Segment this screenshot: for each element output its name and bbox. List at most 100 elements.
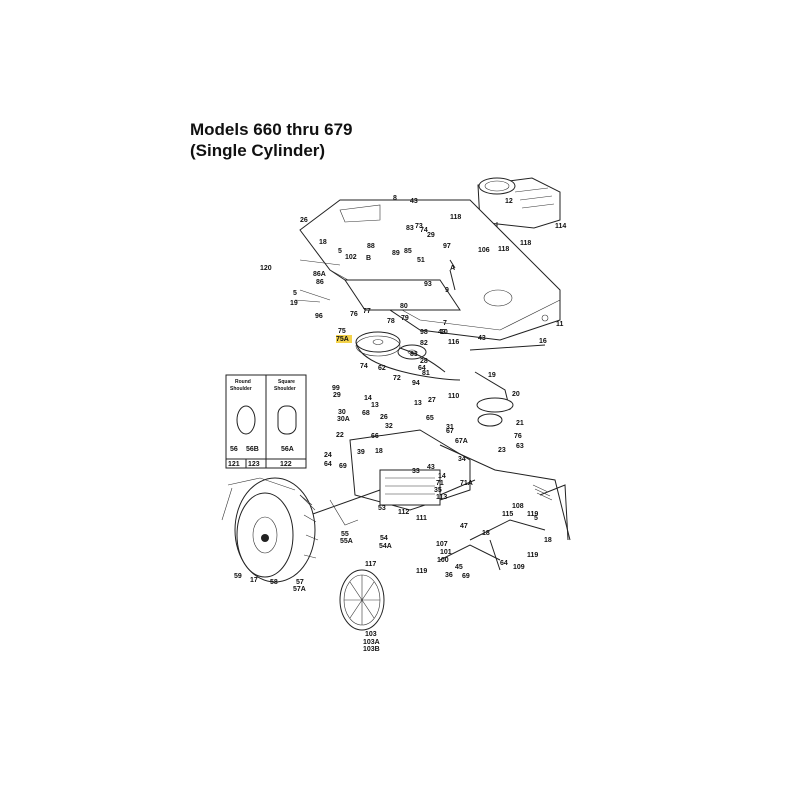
callout-120: 120 — [260, 265, 272, 272]
callout-119: 119 — [527, 552, 538, 559]
callout-116: 116 — [448, 339, 459, 346]
callout-17: 17 — [250, 577, 258, 584]
callout-13: 13 — [414, 400, 422, 407]
callout-118: 118 — [498, 246, 509, 253]
callout-18: 18 — [482, 530, 490, 537]
callout-54a: 54A — [379, 543, 392, 550]
inset-part-56a: 56A — [281, 446, 294, 453]
callout-117: 117 — [365, 561, 376, 568]
callout-74: 74 — [360, 363, 368, 370]
callout-43: 43 — [478, 335, 486, 342]
callout-83: 83 — [410, 351, 418, 358]
callout-27: 27 — [428, 397, 436, 404]
callout-a: A — [450, 265, 455, 272]
callout-10: 10 — [440, 329, 448, 336]
callout-54: 54 — [380, 535, 388, 542]
inset-part-121: 121 — [228, 461, 240, 468]
callout-55: 55 — [341, 531, 349, 538]
callout-76: 76 — [514, 433, 522, 440]
callout-16: 16 — [539, 338, 547, 345]
frame-drawing — [299, 199, 561, 341]
callout-83: 83 — [406, 225, 414, 232]
callout-64: 64 — [324, 461, 332, 468]
callout-88: 88 — [367, 243, 375, 250]
inset-part-56: 56 — [230, 446, 238, 453]
pulley-drawing — [355, 331, 461, 381]
callout-113: 113 — [436, 494, 447, 501]
callout-77: 77 — [363, 308, 371, 315]
callout-118: 118 — [450, 214, 461, 221]
callout-94: 94 — [412, 380, 420, 387]
inset-part-123: 123 — [248, 461, 260, 468]
diagram-subtitle: (Single Cylinder) — [190, 141, 326, 160]
callout-57: 57 — [296, 579, 304, 586]
callout-63: 63 — [516, 443, 524, 450]
callout-43: 43 — [438, 329, 446, 336]
callout-30a: 30A — [337, 416, 350, 423]
callout-11: 11 — [556, 321, 564, 328]
callout-23: 23 — [498, 447, 506, 454]
callout-13: 13 — [371, 402, 379, 409]
inset-square-label-2: Shoulder — [274, 386, 296, 392]
callout-43: 43 — [427, 464, 435, 471]
callout-51: 51 — [417, 257, 425, 264]
callout-24: 24 — [324, 452, 332, 459]
callout-22: 22 — [336, 432, 344, 439]
callout-69: 69 — [339, 463, 347, 470]
callout-109: 109 — [513, 564, 525, 571]
callout-57a: 57A — [293, 586, 306, 593]
callout-64: 64 — [500, 560, 508, 567]
callout-69: 69 — [462, 573, 470, 580]
callout-20: 20 — [512, 391, 520, 398]
callout-67: 67 — [446, 428, 454, 435]
callout-111: 111 — [416, 515, 427, 522]
callout-86a: 86A — [313, 271, 326, 278]
callout-114: 114 — [555, 223, 566, 230]
callout-100: 100 — [437, 557, 449, 564]
callout-73: 73 — [415, 223, 423, 230]
callout-71: 71 — [436, 480, 444, 487]
callout-55a: 55A — [340, 538, 353, 545]
callout-80: 80 — [400, 303, 408, 310]
callout-118: 118 — [520, 240, 531, 247]
callout-96: 96 — [315, 313, 323, 320]
callout-93: 93 — [424, 281, 432, 288]
callout-86: 86 — [316, 279, 324, 286]
callout-8: 8 — [393, 195, 397, 202]
rear-wheel-drawing — [234, 477, 319, 583]
inset-square-label-1: Square — [278, 379, 295, 385]
callout-89: 89 — [392, 250, 400, 257]
callout-47: 47 — [460, 523, 468, 530]
callout-30: 30 — [338, 409, 346, 416]
callout-26: 26 — [300, 217, 308, 224]
callout-99: 99 — [332, 385, 340, 392]
callout-98: 98 — [420, 329, 428, 336]
callout-7: 7 — [443, 320, 447, 327]
callout-53: 53 — [378, 505, 386, 512]
callout-36: 36 — [445, 572, 453, 579]
shoulder-inset: Round Shoulder Square Shoulder 56 56B 56… — [225, 374, 307, 469]
callout-28: 28 — [420, 358, 428, 365]
callout-119: 119 — [416, 568, 427, 575]
callout-79: 79 — [401, 315, 409, 322]
callout-68: 68 — [362, 410, 370, 417]
callout-21: 21 — [516, 420, 524, 427]
callout-119: 119 — [527, 511, 538, 518]
callout-103: 103 — [365, 631, 377, 638]
callout-74: 74 — [420, 227, 428, 234]
callout-31: 31 — [446, 424, 454, 431]
callout-64: 64 — [418, 365, 426, 372]
callout-115: 115 — [502, 511, 513, 518]
callout-59: 59 — [234, 573, 242, 580]
callout-106: 106 — [478, 247, 490, 254]
callout-101: 101 — [440, 549, 452, 556]
callout-103a: 103A — [363, 639, 380, 646]
callout-82: 82 — [420, 340, 428, 347]
callout-39: 39 — [357, 449, 365, 456]
callout-19: 19 — [488, 372, 496, 379]
highlight-75a — [336, 335, 352, 343]
callout-5: 5 — [534, 515, 538, 522]
callout-29: 29 — [333, 392, 341, 399]
callout-43: 43 — [410, 198, 418, 205]
callout-29: 29 — [427, 232, 435, 239]
